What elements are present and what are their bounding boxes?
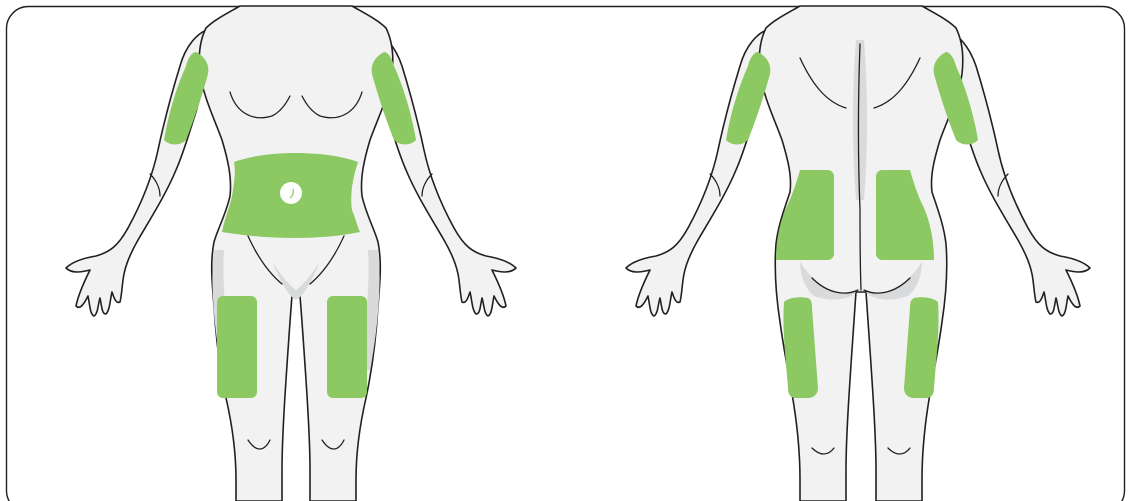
back-zone-lower-back-left [776,170,834,260]
front-zone-thigh-left [217,296,257,398]
front-zone-thigh-right [327,296,367,398]
front-figure [66,6,516,501]
front-torso [199,6,393,501]
back-right-arm [942,28,1090,316]
back-figure [626,6,1090,501]
navel-circle-icon [280,182,302,204]
